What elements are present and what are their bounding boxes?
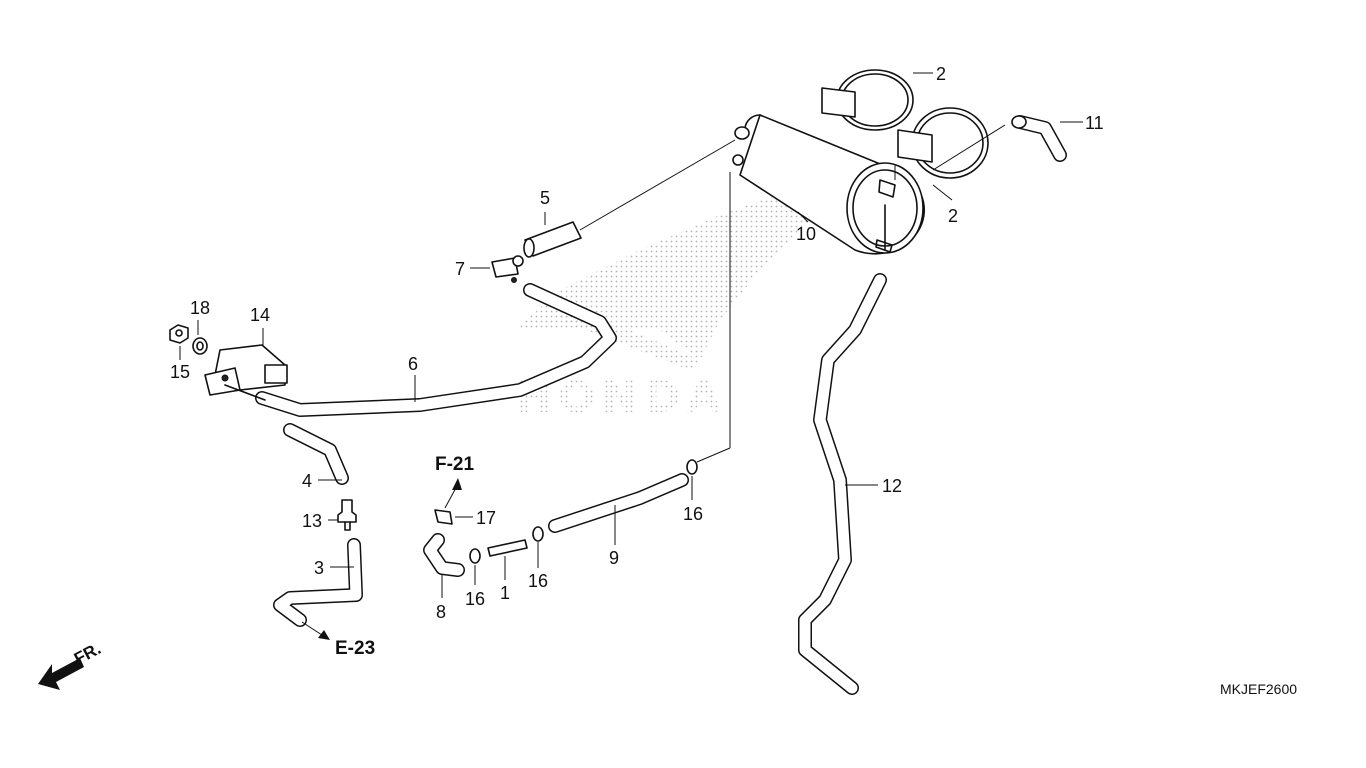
callout-9: 9 (609, 548, 619, 568)
hose-part-11 (1011, 115, 1067, 162)
hose-part-3 (273, 538, 363, 627)
hose-part-6 (255, 283, 617, 417)
clip-part-16-b (532, 526, 544, 542)
callout-16-b: 16 (528, 571, 548, 591)
callout-16-a: 16 (465, 589, 485, 609)
hose-part-8 (423, 533, 465, 577)
pipe-part-5 (523, 221, 582, 258)
callout-1: 1 (500, 583, 510, 603)
callout-17: 17 (476, 508, 496, 528)
callout-8: 8 (436, 602, 446, 622)
nut-part-15 (169, 324, 189, 344)
callout-10: 10 (796, 224, 816, 244)
callout-14: 14 (250, 305, 270, 325)
callout-6: 6 (408, 354, 418, 374)
callout-3: 3 (314, 558, 324, 578)
callout-2-upper: 2 (936, 64, 946, 84)
callout-7: 7 (455, 259, 465, 279)
callout-11: 11 (1085, 113, 1104, 133)
canister-part-10 (732, 114, 926, 255)
callout-4: 4 (302, 471, 312, 491)
callout-15: 15 (170, 362, 190, 382)
callout-13: 13 (302, 511, 322, 531)
hose-part-12 (798, 273, 887, 695)
pipe-part-1 (487, 539, 528, 557)
leader-lines (179, 72, 1083, 640)
callout-12: 12 (882, 476, 902, 496)
diagram-code: MKJEF2600 (1220, 681, 1297, 697)
band-part-2-upper (821, 69, 914, 131)
callout-2-lower: 2 (948, 206, 958, 226)
hose-part-4 (283, 423, 349, 485)
clip-part-16-c (686, 459, 698, 475)
callout-5: 5 (540, 188, 550, 208)
callout-16-c: 16 (683, 504, 703, 524)
callout-18: 18 (190, 298, 210, 318)
band-part-2-lower (897, 107, 989, 179)
reference-e23: E-23 (335, 638, 375, 659)
connector-part-13 (337, 499, 357, 531)
reference-f21: F-21 (435, 454, 475, 475)
front-direction-arrow: FR. (38, 639, 104, 690)
washer-part-18 (192, 337, 208, 355)
fitting-part-7 (491, 255, 524, 283)
clip-part-16-a (469, 548, 481, 564)
fitting-part-17 (434, 509, 453, 525)
hose-part-9 (548, 473, 689, 533)
valve-part-14 (204, 344, 288, 401)
